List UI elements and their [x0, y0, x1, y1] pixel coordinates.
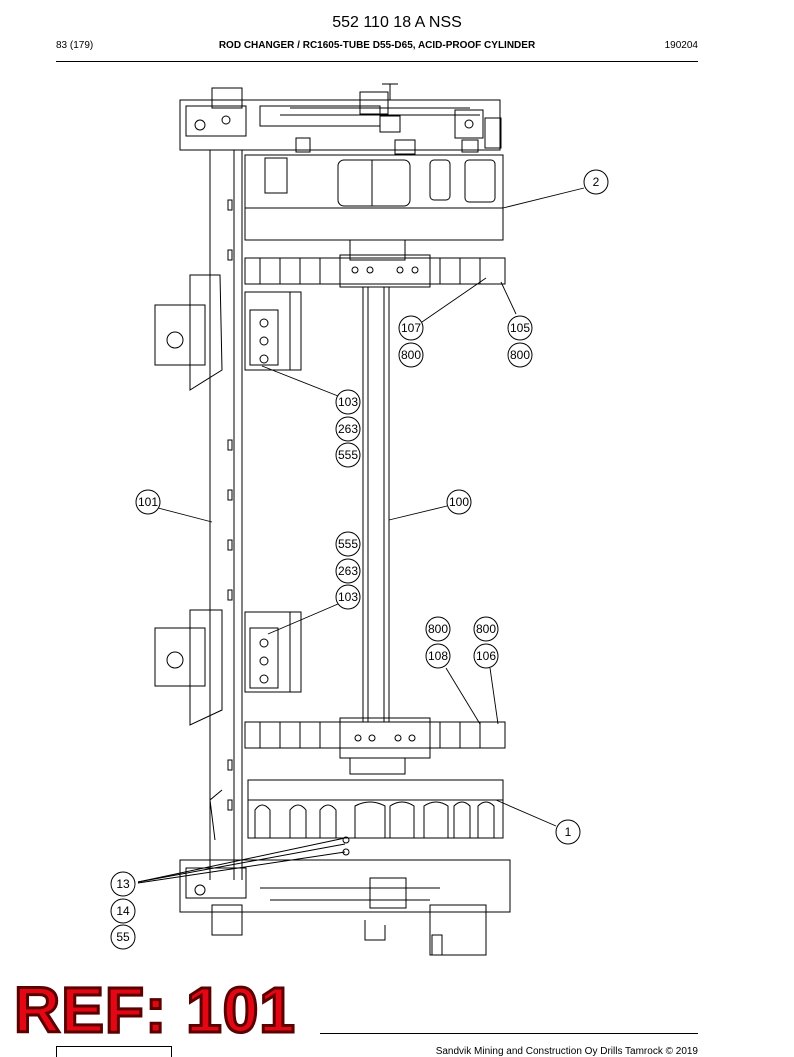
- svg-text:1: 1: [565, 825, 572, 839]
- document-number: 552 110 18 A NSS: [332, 14, 462, 31]
- top-housing: [244, 154, 504, 261]
- balloon-105: 105: [507, 315, 533, 341]
- balloon-800-b: 800: [507, 342, 533, 368]
- svg-text:800: 800: [401, 348, 421, 362]
- balloon-800-c: 800: [425, 616, 451, 642]
- balloon-555-a: 555: [335, 442, 361, 468]
- page-number: 83 (179): [56, 40, 94, 51]
- guide-rods: [362, 287, 390, 722]
- svg-text:14: 14: [116, 904, 130, 918]
- svg-text:555: 555: [338, 448, 358, 462]
- header-divider: [56, 61, 698, 62]
- document-title: ROD CHANGER / RC1605-TUBE D55-D65, ACID-…: [218, 40, 536, 51]
- balloon-800-d: 800: [473, 616, 499, 642]
- svg-text:108: 108: [428, 649, 448, 663]
- svg-text:55: 55: [116, 930, 130, 944]
- balloon-1: 1: [555, 819, 581, 845]
- balloon-106: 106: [473, 643, 499, 669]
- callout-balloons: 2 107 800 105 800 103 263 555 101 100 55…: [110, 169, 609, 950]
- balloon-555-b: 555: [335, 531, 361, 557]
- svg-text:103: 103: [338, 395, 358, 409]
- revision-code: 190204: [664, 40, 698, 51]
- rod-changer-drawing: 2 107 800 105 800 103 263 555 101 100 55…: [110, 83, 609, 956]
- sandvik-logo: [56, 1046, 172, 1057]
- svg-text:107: 107: [401, 321, 421, 335]
- upper-gripper: [154, 274, 302, 391]
- svg-text:100: 100: [449, 495, 469, 509]
- svg-text:800: 800: [476, 622, 496, 636]
- svg-text:555: 555: [338, 537, 358, 551]
- top-cylinder-assembly: [179, 83, 502, 155]
- balloon-263-b: 263: [335, 558, 361, 584]
- top-gear: [244, 254, 506, 288]
- frame-rail: [209, 150, 243, 880]
- balloon-103-a: 103: [335, 389, 361, 415]
- balloon-55: 55: [110, 924, 136, 950]
- footer-copyright: Sandvik Mining and Construction Oy Drill…: [435, 1046, 698, 1057]
- svg-text:263: 263: [338, 422, 358, 436]
- lower-housing: [247, 779, 504, 839]
- footer-divider: [320, 1033, 698, 1034]
- balloon-107: 107: [398, 315, 424, 341]
- balloon-14: 14: [110, 898, 136, 924]
- balloon-100: 100: [446, 489, 472, 515]
- balloon-101: 101: [135, 489, 161, 515]
- balloon-2: 2: [583, 169, 609, 195]
- svg-text:103: 103: [338, 590, 358, 604]
- svg-text:105: 105: [510, 321, 530, 335]
- svg-text:101: 101: [138, 495, 158, 509]
- svg-text:2: 2: [593, 175, 600, 189]
- balloon-263-a: 263: [335, 416, 361, 442]
- bottom-cylinder-assembly: [179, 789, 511, 956]
- header-row: 83 (179) ROD CHANGER / RC1605-TUBE D55-D…: [56, 40, 698, 54]
- balloon-108: 108: [425, 643, 451, 669]
- svg-text:263: 263: [338, 564, 358, 578]
- svg-text:106: 106: [476, 649, 496, 663]
- hoses: [137, 836, 350, 884]
- lower-gripper: [154, 609, 302, 726]
- leader-lines: [157, 187, 585, 827]
- svg-text:13: 13: [116, 877, 130, 891]
- reference-stamp: REF: 101: [13, 974, 297, 1046]
- balloon-103-b: 103: [335, 584, 361, 610]
- svg-text:800: 800: [510, 348, 530, 362]
- balloon-13: 13: [110, 871, 136, 897]
- lower-gear: [244, 717, 506, 775]
- balloon-800-a: 800: [398, 342, 424, 368]
- svg-text:800: 800: [428, 622, 448, 636]
